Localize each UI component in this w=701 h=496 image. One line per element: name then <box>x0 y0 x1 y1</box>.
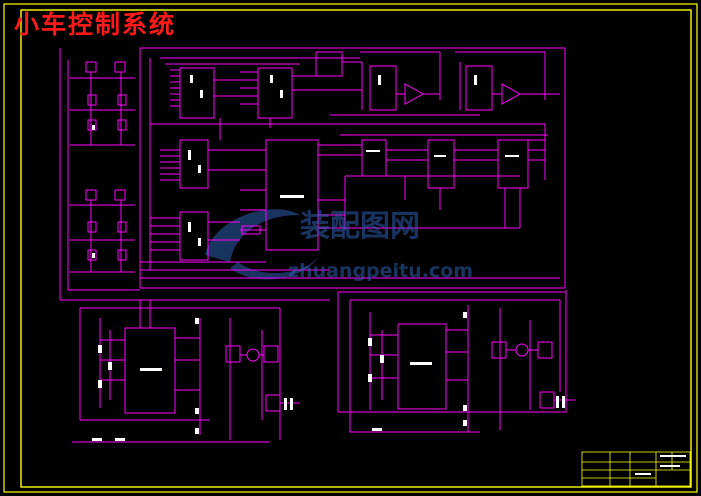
drawing-frame <box>3 3 698 493</box>
lower-left-component-marks <box>92 318 293 441</box>
watermark-brand-url: zhuangpeitu.com <box>288 260 473 282</box>
title-block-marks <box>635 455 686 475</box>
upper-component-marks <box>92 75 519 258</box>
lower-right-component-marks <box>368 312 565 431</box>
title-block <box>581 451 691 487</box>
swoosh-logo-icon <box>205 209 320 280</box>
watermark-brand-cn: 装配图网 <box>300 209 420 244</box>
lower-right-driver <box>337 290 575 433</box>
drawing-title: 小车控制系统 <box>14 10 177 39</box>
upper-control-section <box>59 47 566 301</box>
lower-left-driver <box>72 300 300 443</box>
